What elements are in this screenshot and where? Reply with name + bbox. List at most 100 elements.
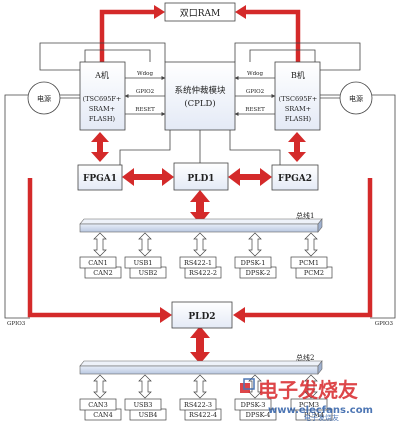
bus2-device-label: DPSK-3 [241,401,266,409]
line-a-inner-bracket [84,49,151,62]
bus2-device-label: USB4 [139,411,158,419]
fpga1-box [77,164,123,191]
bus2-device-label: PCM3 [299,401,319,409]
pld1-box [173,162,229,191]
bus1-device-label: DPSK-1 [241,259,266,267]
bus2-device-box-front [179,398,217,411]
cpu-b-line2: SRAM+ [285,105,311,113]
bus1-device-box-front [179,256,217,269]
arrow-pld1-bus1 [190,190,210,224]
bus2 [79,360,323,375]
power-right-label: 电源 [349,94,363,103]
line-b-top-bracket [234,42,361,71]
signal-wdog-left: Wdog [137,71,153,77]
fpga2-label: FPGA2 [278,174,312,184]
bus1-device-box-front [290,256,328,269]
bus2-connector-arrow [304,374,318,399]
fpga1-label: FPGA1 [83,174,117,184]
cpu-b-line1: (TSC695F+ [279,95,318,103]
signal-arrows [124,76,276,116]
arrow-cpu-a-fpga1 [91,132,109,162]
bus1-label: 总线1 [296,211,314,220]
bus1-device-label: DPSK-2 [246,269,271,277]
bus2-device-box-front [234,398,272,411]
line-cpld-fpga1 [119,130,171,165]
line-b-inner-bracket [249,49,316,62]
line-gpio3-left [4,94,80,319]
pld1-label: PLD1 [187,174,214,184]
bus2-connector-arrow [248,374,262,399]
line-cpld-fpga2 [229,130,281,165]
signal-wdog-right: Wdog [247,71,263,77]
bus2-device-box-front [124,398,162,411]
bus1-device-label: RS422-2 [189,269,217,277]
power-right-icon [339,81,373,115]
bus2-device-label: CAN3 [88,401,108,409]
bus2-connector-arrow [93,374,107,399]
red-links [27,9,373,318]
bus1-device-label: PCM2 [304,269,324,277]
line-gpio3-right [320,94,396,319]
power-left-label: 电源 [37,94,51,103]
bus1-device-label: PCM1 [299,259,319,267]
bus2-device-label: USB3 [134,401,153,409]
bus1-device-label: USB1 [134,259,153,267]
bus2-device-label: DPSK-4 [246,411,271,419]
bus1-device-box-front [234,256,272,269]
signal-gpio2-right: GPIO2 [246,89,264,95]
bus1-device-label: CAN2 [93,269,113,277]
fpga2-box [271,164,319,191]
bus2-device-label: RS422-3 [184,401,212,409]
cpu-a-line1: (TSC695F+ [83,95,122,103]
cpu-a-line2: SRAM+ [89,105,115,113]
cpu-b-box [274,61,321,131]
power-left-icon [27,81,61,115]
bus2-device-box-front [290,398,328,411]
line-a-top-bracket [39,42,166,71]
arrow-pld1-fpga2 [228,168,272,186]
arrowhead-pld2-left [160,307,172,323]
link-cpu-b-ram [240,9,301,62]
signal-gpio3-left: GPIO3 [7,321,26,327]
pld2-box [171,301,233,329]
bus1-device-label: RS422-1 [184,259,212,267]
bus1-device-box-front [79,256,117,269]
cpu-b-title: B机 [291,70,305,80]
link-cpu-a-ram [99,9,160,62]
dual-ram-box [164,2,236,22]
red-double-arrows [91,132,306,364]
bus2-connector-arrow [193,374,207,399]
cpu-a-box [79,61,126,131]
bus1-connector-arrow [193,232,207,257]
bus1-device-label: CAN1 [88,259,108,267]
signal-gpio3-right: GPIO3 [375,321,394,327]
link-fpga1-pld2 [27,178,165,318]
cpld-line2: (CPLD) [184,98,215,109]
arrow-pld2-bus2 [190,326,210,364]
bus2-label: 总线2 [296,353,314,362]
signal-reset-left: RESET [135,107,155,113]
red-arrowheads [154,5,246,323]
pld2-label: PLD2 [188,312,215,322]
thin-lines [4,42,396,319]
bus1-connector-arrow [138,232,152,257]
cpu-b-line3: FLASH) [285,115,312,123]
cpld-line1: 系统仲裁模块 [174,85,226,96]
bus1-devices: CAN1CAN2USB1USB2RS422-1RS422-2DPSK-1DPSK… [79,232,333,279]
cpu-a-title: A机 [94,70,109,80]
dual-ram-label: 双口RAM [180,8,221,19]
bus2-connector-arrow [138,374,152,399]
arrowhead-ram-left [154,5,165,19]
link-fpga2-pld2 [240,178,373,318]
arrowhead-pld2-right [233,307,245,323]
